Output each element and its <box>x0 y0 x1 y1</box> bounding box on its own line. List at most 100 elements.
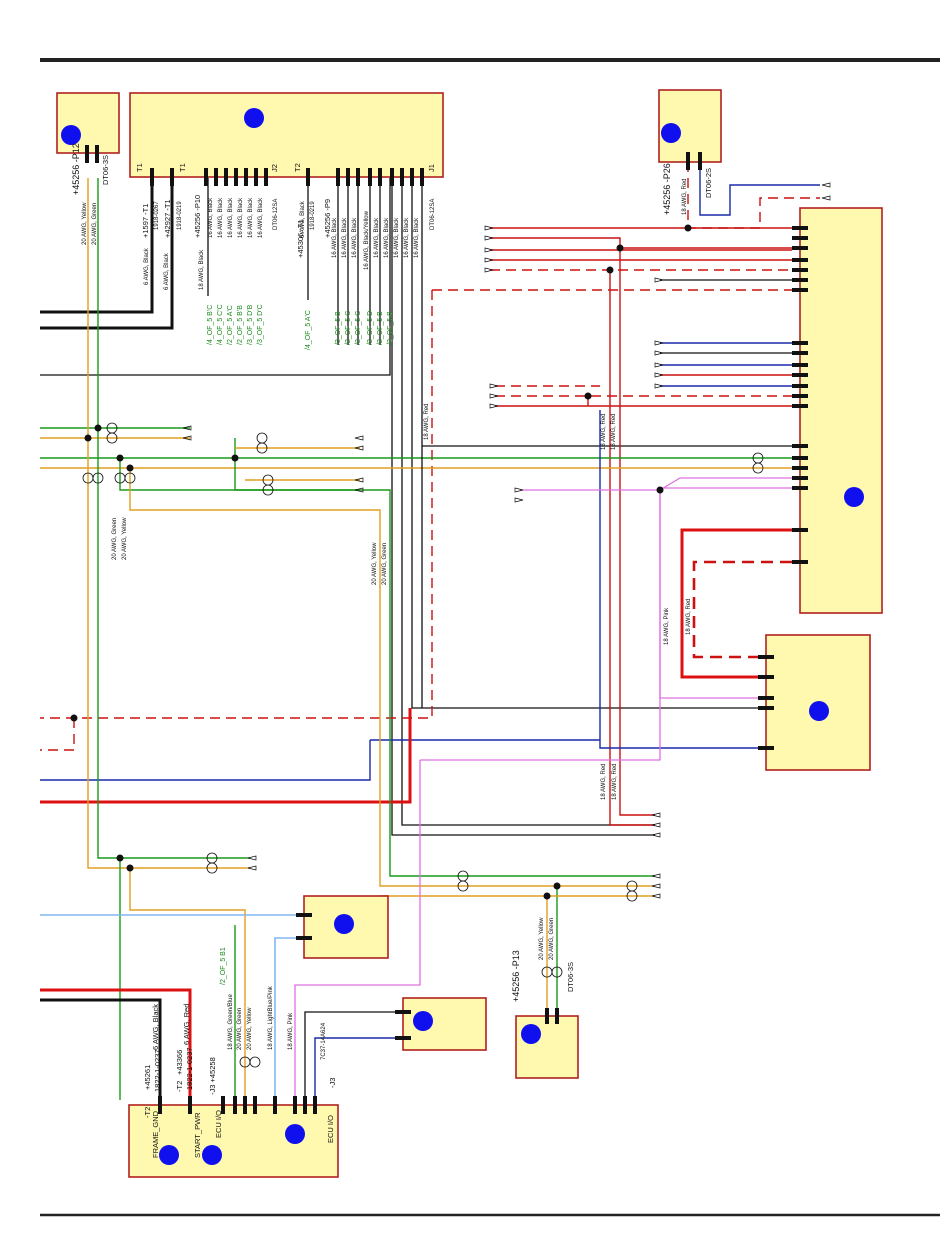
connector-p26[interactable] <box>658 89 722 170</box>
svg-text:18 AWG, Red: 18 AWG, Red <box>601 414 607 450</box>
svg-text:20 AWG, Yellow: 20 AWG, Yellow <box>122 517 128 560</box>
svg-text:18 AWG, Red: 18 AWG, Red <box>601 764 607 800</box>
ecu-io-label: ECU I/O <box>214 1110 223 1138</box>
p13-type: DT06-3S <box>566 962 575 992</box>
ecu-io-label-2: ECU I/O <box>326 1115 335 1143</box>
svg-text:18 AWG, Pink: 18 AWG, Pink <box>664 607 670 645</box>
svg-text:/2_OF_5 B: /2_OF_5 B <box>387 311 394 345</box>
connector-marker-icon <box>521 1024 541 1044</box>
connector-marker-icon <box>661 123 681 143</box>
svg-text:20 AWG, Yellow: 20 AWG, Yellow <box>539 917 545 960</box>
svg-text:/4_OF_5 B'C: /4_OF_5 B'C <box>207 305 214 345</box>
svg-text:18 AWG, Red: 18 AWG, Red <box>612 764 618 800</box>
svg-text:6 AWG, Red: 6 AWG, Red <box>182 1004 191 1045</box>
svg-text:16 AWG, Black: 16 AWG, Black <box>258 197 264 238</box>
svg-text:20 AWG, Green: 20 AWG, Green <box>382 543 388 585</box>
connector-right-main[interactable] <box>792 207 883 614</box>
svg-text:18 AWG, Black: 18 AWG, Black <box>199 249 205 290</box>
svg-text:6 AWG, Black: 6 AWG, Black <box>151 1004 160 1050</box>
frame-gnd-pin: -T2 <box>143 1107 152 1118</box>
connector-marker-icon <box>285 1124 305 1144</box>
svg-text:18 AWG, Red: 18 AWG, Red <box>682 179 688 215</box>
svg-text:18 AWG, Pink: 18 AWG, Pink <box>288 1012 294 1050</box>
svg-text:16 AWG, Black: 16 AWG, Black <box>238 197 244 238</box>
connector-marker-icon <box>61 125 81 145</box>
svg-text:20 AWG, Green: 20 AWG, Green <box>92 203 98 245</box>
j2-label: J2 <box>270 164 279 172</box>
svg-text:16 AWG, Black: 16 AWG, Black <box>374 217 380 258</box>
svg-text:18 AWG, LightBlue/Pink: 18 AWG, LightBlue/Pink <box>268 985 274 1050</box>
wires <box>40 162 820 1100</box>
connector-marker-icon <box>334 914 354 934</box>
connector-p12[interactable] <box>56 92 120 163</box>
svg-text:18 AWG, Red: 18 AWG, Red <box>611 414 617 450</box>
ecu-j3b-part: 7C37-14A624 <box>321 1022 327 1060</box>
t1a-part: 1918-0267 <box>154 201 160 230</box>
t1b-part: 1918-0219 <box>177 201 183 230</box>
svg-text:16 AWG, Black: 16 AWG, Black <box>248 197 254 238</box>
terminal-arrows <box>182 182 831 899</box>
svg-text:/3_OF_5 D'C: /3_OF_5 D'C <box>257 304 264 345</box>
t1b-ref: +42927 -T1 <box>163 199 172 238</box>
t1a-ref: +1597 -T1 <box>141 204 150 238</box>
svg-text:/2_OF_5 C: /2_OF_5 C <box>355 311 362 345</box>
svg-text:20 AWG, Yellow: 20 AWG, Yellow <box>372 542 378 585</box>
connector-marker-icon <box>844 487 864 507</box>
svg-text:18 AWG, Red: 18 AWG, Red <box>424 404 430 440</box>
frame-gnd-label: FRAME_GND <box>151 1110 160 1158</box>
svg-text:18 AWG, Green/Blue: 18 AWG, Green/Blue <box>228 994 234 1050</box>
t1c-part: 1918-0219 <box>310 201 316 230</box>
t1a-label: T1 <box>135 163 144 172</box>
p26-type: DT06-2S <box>704 168 713 198</box>
p26-ref: +45256 -P26 <box>662 163 672 215</box>
connector-marker-icon <box>809 701 829 721</box>
p10-ref: +45256 -P10 <box>193 195 202 238</box>
start-pwr-pin: -T2 <box>175 1081 184 1092</box>
svg-text:16 AWG, Black: 16 AWG, Black <box>332 217 338 258</box>
svg-text:16 AWG, Black: 16 AWG, Black <box>342 217 348 258</box>
ecu-j3-ref: -J3 +45258 <box>208 1057 217 1095</box>
connector-mid-small[interactable] <box>296 895 389 959</box>
svg-text:/2_OF_5 D: /2_OF_5 D <box>367 311 374 345</box>
svg-text:/4_OF_5 A'C: /4_OF_5 A'C <box>305 310 312 350</box>
start-pwr-label: START_PWR <box>193 1112 202 1158</box>
connector-p13[interactable] <box>515 1008 579 1079</box>
t1c-ref: +45306 -T1 <box>296 219 305 258</box>
svg-text:/2_OF_5 B'B: /2_OF_5 B'B <box>237 305 244 345</box>
svg-text:6 AWG, Black: 6 AWG, Black <box>300 200 306 238</box>
splice-markers <box>82 422 764 1068</box>
svg-text:20 AWG, Green: 20 AWG, Green <box>549 918 555 960</box>
connector-ecu-io[interactable] <box>128 1096 339 1178</box>
junctions <box>70 224 692 900</box>
svg-text:16 AWG, Black: 16 AWG, Black <box>414 217 420 258</box>
connector-right-lower[interactable] <box>758 634 871 771</box>
svg-text:/3_OF_5 D'B: /3_OF_5 D'B <box>247 304 254 345</box>
svg-text:/2_OF_5 A'C: /2_OF_5 A'C <box>227 305 234 345</box>
svg-text:20 AWG, Green: 20 AWG, Green <box>112 518 118 560</box>
connector-bottom-small[interactable] <box>395 997 487 1051</box>
connector-j1-j2[interactable] <box>129 92 444 186</box>
svg-text:/2_OF_5 C: /2_OF_5 C <box>345 311 352 345</box>
svg-text:6 AWG, Black: 6 AWG, Black <box>164 252 170 290</box>
svg-text:16 AWG, Black: 16 AWG, Black <box>218 197 224 238</box>
svg-text:/2_OF_5 B: /2_OF_5 B <box>377 311 384 345</box>
svg-text:16 AWG, Black: 16 AWG, Black <box>384 217 390 258</box>
svg-text:16 AWG, Black: 16 AWG, Black <box>404 217 410 258</box>
connector-marker-icon <box>159 1145 179 1165</box>
svg-text:16 AWG, Black/Yellow: 16 AWG, Black/Yellow <box>364 210 370 270</box>
connector-marker-icon <box>244 108 264 128</box>
svg-text:20 AWG, Yellow: 20 AWG, Yellow <box>247 1007 253 1050</box>
svg-text:/4_OF_5 C'C: /4_OF_5 C'C <box>217 304 224 345</box>
svg-text:20 AWG, Green: 20 AWG, Green <box>237 1008 243 1050</box>
ecu-j3b-ref: -J3 <box>328 1078 337 1088</box>
svg-text:16 AWG, Black: 16 AWG, Black <box>394 217 400 258</box>
t2-label: T2 <box>293 163 302 172</box>
p12-ref: +45256 -P12 <box>71 143 81 195</box>
j1-part: DT06-12SA <box>430 199 436 230</box>
connector-marker-icon <box>202 1145 222 1165</box>
connector-marker-icon <box>413 1011 433 1031</box>
start-pwr-ref: +43366 <box>175 1050 184 1075</box>
t1b-label: T1 <box>178 163 187 172</box>
j2-part: DT06-12SA <box>273 199 279 230</box>
